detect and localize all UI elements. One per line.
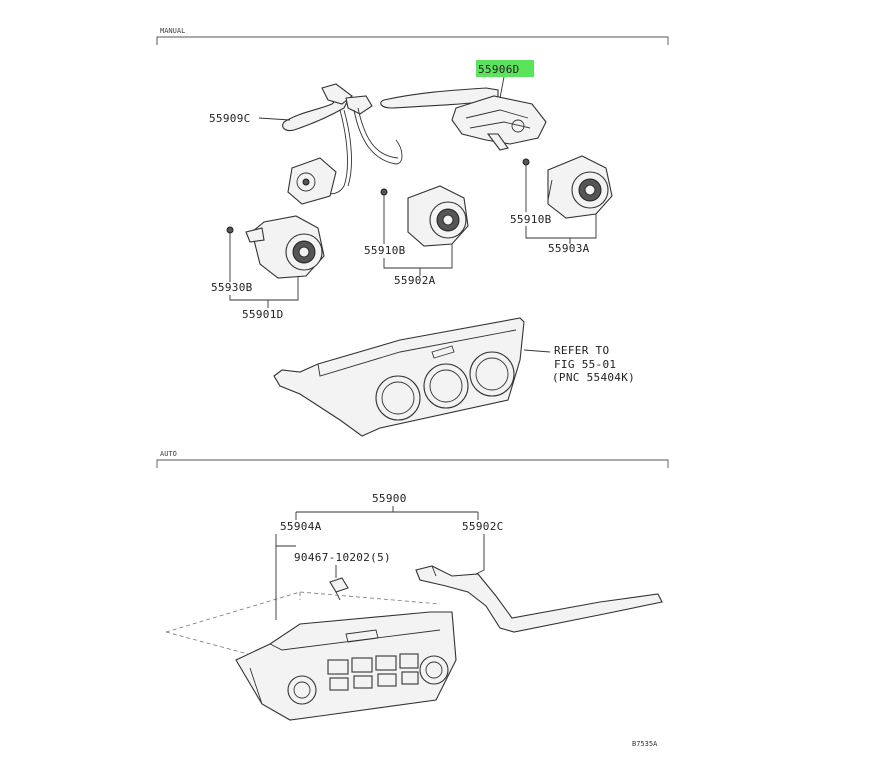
auto-section-title: AUTO bbox=[160, 450, 177, 458]
label-55904a[interactable]: 55904A bbox=[280, 520, 322, 533]
manual-section-title: MANUAL bbox=[160, 27, 185, 35]
lever-assembly-55906d bbox=[380, 87, 547, 151]
screw-left bbox=[226, 226, 234, 262]
label-55910b-middle[interactable]: 55910B bbox=[364, 244, 406, 257]
label-55901d[interactable]: 55901D bbox=[242, 308, 284, 321]
label-55909c[interactable]: 55909C bbox=[209, 112, 251, 125]
control-cable-assembly bbox=[282, 83, 403, 205]
label-55906d[interactable]: 55906D bbox=[478, 63, 520, 76]
label-55902c[interactable]: 55902C bbox=[462, 520, 504, 533]
manual-front-panel bbox=[273, 317, 525, 437]
label-55903a[interactable]: 55903A bbox=[548, 242, 590, 255]
auto-projection-lines bbox=[165, 591, 441, 655]
highlight-box-55906d bbox=[476, 60, 534, 77]
knob-55901d bbox=[245, 215, 325, 279]
screw-middle bbox=[380, 188, 388, 225]
knob-55903a bbox=[547, 155, 613, 219]
figure-code: B7535A bbox=[632, 740, 658, 748]
auto-section-frame: AUTO bbox=[156, 450, 669, 468]
auto-control-panel-55904a bbox=[235, 611, 457, 721]
label-90467[interactable]: 90467-10202(5) bbox=[294, 551, 391, 564]
refer-line-1[interactable]: REFER TO bbox=[554, 344, 609, 357]
label-55902a[interactable]: 55902A bbox=[394, 274, 436, 287]
label-55900[interactable]: 55900 bbox=[372, 492, 407, 505]
refer-line-2[interactable]: FIG 55-01 bbox=[554, 358, 616, 371]
label-55930b[interactable]: 55930B bbox=[211, 281, 253, 294]
screw-right bbox=[522, 158, 530, 190]
trim-strip-55902c bbox=[415, 565, 663, 633]
label-55910b-right[interactable]: 55910B bbox=[510, 213, 552, 226]
knob-55902a bbox=[407, 185, 469, 247]
manual-section-frame: MANUAL bbox=[156, 27, 669, 45]
clip-90467 bbox=[329, 577, 349, 601]
refer-line-3[interactable]: (PNC 55404K) bbox=[552, 371, 635, 384]
